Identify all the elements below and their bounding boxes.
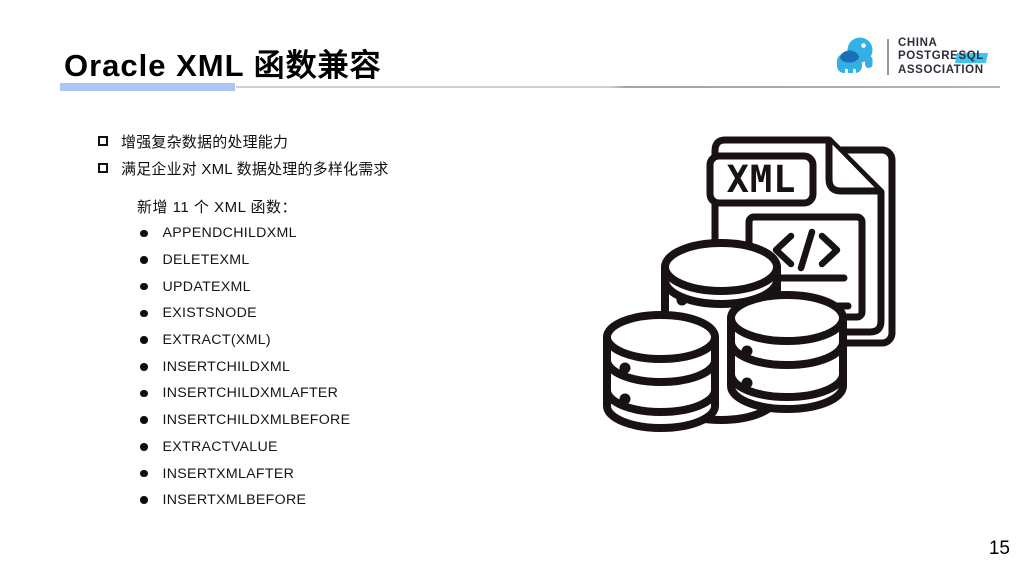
title-accent-bar — [60, 83, 235, 91]
xml-function-name: UPDATEXML — [162, 278, 251, 295]
xml-function-name: APPENDCHILDXML — [162, 225, 297, 242]
checkbox-bullet-label: 满足企业对 XML 数据处理的多样化需求 — [121, 161, 389, 178]
checkbox-bullet-item: 增强复杂数据的处理能力 — [98, 128, 389, 155]
header-divider-line — [236, 86, 1000, 88]
xml-function-item: INSERTCHILDXMLAFTER — [140, 380, 350, 407]
xml-function-name: INSERTCHILDXML — [162, 358, 291, 375]
xml-function-name: INSERTXMLBEFORE — [162, 492, 307, 509]
checkbox-bullet-item: 满足企业对 XML 数据处理的多样化需求 — [98, 155, 389, 182]
code-icon — [772, 228, 841, 272]
database-cylinder-left — [603, 311, 719, 432]
database-cylinder-right — [727, 291, 847, 413]
xml-function-name: EXISTSNODE — [162, 305, 257, 322]
xml-function-item: EXISTSNODE — [140, 300, 350, 327]
xml-function-item: INSERTXMLBEFORE — [140, 487, 350, 514]
xml-function-name: INSERTCHILDXMLAFTER — [162, 385, 339, 402]
bullet-dot-icon — [140, 443, 148, 451]
xml-function-name: EXTRACTVALUE — [162, 438, 278, 455]
xml-function-name: DELETEXML — [162, 252, 250, 269]
xml-function-item: EXTRACTVALUE — [140, 434, 350, 461]
logo-divider — [887, 39, 889, 75]
xml-function-item: DELETEXML — [140, 247, 350, 274]
file-type-label: XML — [727, 158, 797, 201]
file-type-badge — [706, 152, 817, 207]
checkbox-bullet-list: 增强复杂数据的处理能力 满足企业对 XML 数据处理的多样化需求 — [98, 128, 389, 182]
elephant-icon — [837, 37, 873, 74]
xml-function-name: EXTRACT(XML) — [162, 332, 271, 349]
xml-function-item: UPDATEXML — [140, 273, 350, 300]
logo-line-3: ASSOCIATION — [898, 63, 984, 76]
xml-function-item: INSERTCHILDXMLBEFORE — [140, 407, 350, 434]
xml-function-item: APPENDCHILDXML — [140, 220, 350, 247]
logo-line-1: CHINA — [898, 36, 938, 49]
functions-intro-text: 新增 11 个 XML 函数： — [137, 199, 298, 216]
xml-function-item: EXTRACT(XML) — [140, 327, 350, 354]
bullet-dot-icon — [140, 469, 148, 478]
checkbox-square-icon — [98, 136, 108, 146]
xml-function-item: INSERTCHILDXML — [140, 353, 350, 380]
bullet-dot-icon — [140, 229, 148, 238]
bullet-dot-icon — [140, 496, 148, 504]
bullet-dot-icon — [140, 389, 148, 398]
xml-file-databases-illustration: XML — [603, 136, 896, 432]
page-number: 15 — [988, 538, 1010, 559]
bullet-dot-icon — [140, 363, 148, 371]
xml-function-item: INSERTXMLAFTER — [140, 460, 350, 487]
xml-function-list: APPENDCHILDXML DELETEXML UPDATEXML EXIST… — [140, 220, 350, 514]
file-fold-corner — [825, 137, 882, 195]
checkbox-bullet-label: 增强复杂数据的处理能力 — [121, 134, 289, 151]
bullet-dot-icon — [140, 256, 148, 264]
bullet-dot-icon — [140, 282, 148, 291]
xml-function-name: INSERTXMLAFTER — [162, 465, 295, 482]
page-title: Oracle XML 函数兼容 — [64, 48, 382, 83]
bullet-dot-icon — [140, 336, 148, 344]
xml-function-name: INSERTCHILDXMLBEFORE — [162, 412, 351, 429]
bullet-dot-icon — [140, 309, 148, 318]
bullet-dot-icon — [140, 416, 148, 424]
checkbox-square-icon — [98, 163, 108, 173]
